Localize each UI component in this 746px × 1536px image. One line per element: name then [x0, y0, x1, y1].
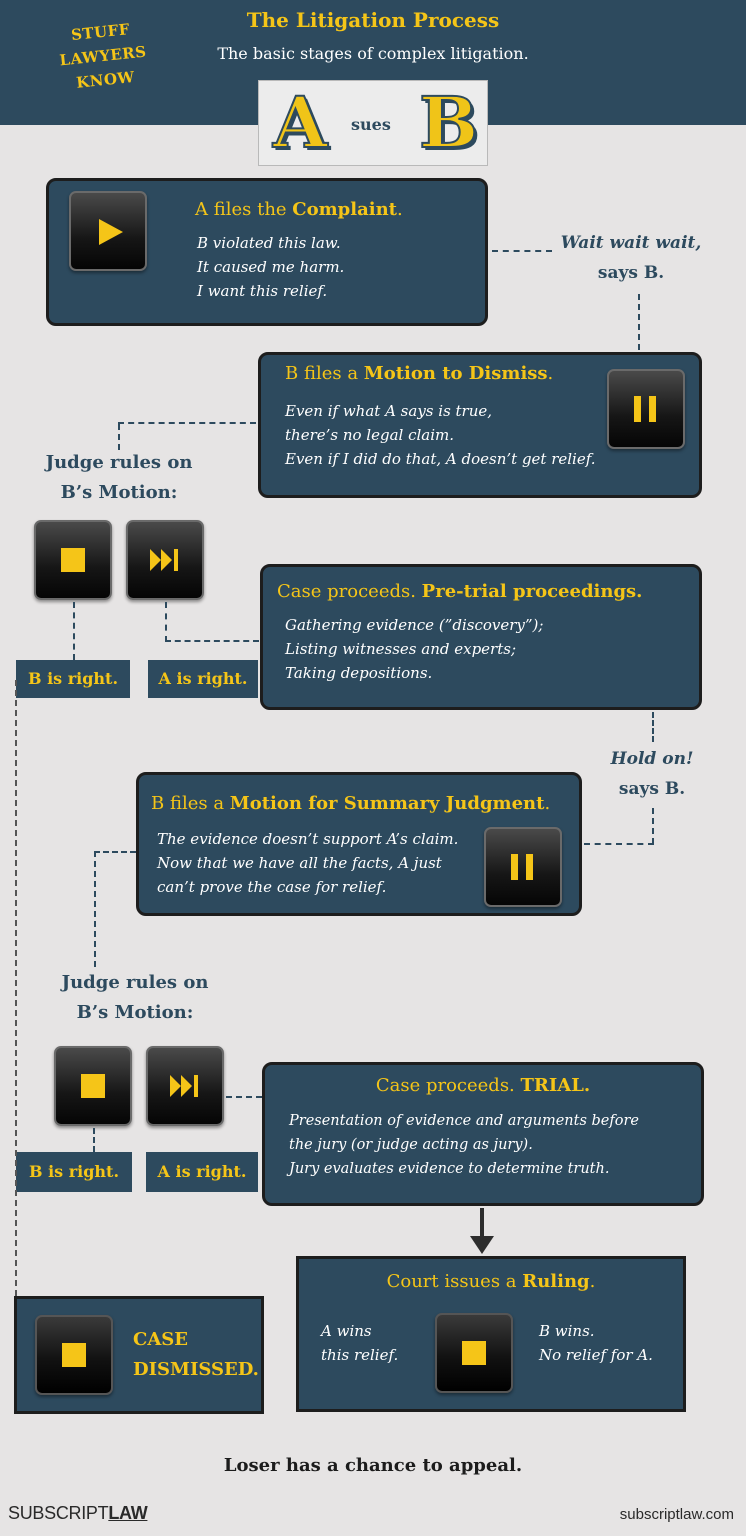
fast-forward-icon: [170, 1075, 200, 1097]
pause-button: [607, 369, 685, 449]
fast-forward-button: [126, 520, 204, 600]
motion-to-dismiss-box: B files a Motion to Dismiss. Even if wha…: [258, 352, 702, 498]
ruling-box: Court issues a Ruling. A wins this relie…: [296, 1256, 686, 1412]
case-dismissed-box: CASE DISMISSED.: [14, 1296, 264, 1414]
stop-icon: [81, 1074, 105, 1098]
party-b-letter: B: [418, 81, 479, 164]
stop-button: [435, 1313, 513, 1393]
connector-line: [93, 1128, 95, 1152]
trial-text: Presentation of evidence and arguments b…: [289, 1113, 639, 1177]
site-url: subscriptlaw.com: [619, 1506, 734, 1523]
complaint-box: A files the Complaint. B violated this l…: [46, 178, 488, 326]
fast-forward-icon: [150, 549, 180, 571]
connector-line: [165, 602, 167, 642]
connector-line: [73, 602, 75, 660]
a-wins-text: A wins this relief.: [321, 1322, 399, 1364]
stop-button: [35, 1315, 113, 1395]
stop-button: [54, 1046, 132, 1126]
summary-judgment-text: The evidence doesn’t support A’s claim. …: [157, 830, 459, 896]
connector-line: [15, 680, 17, 1296]
stop-icon: [462, 1341, 486, 1365]
connector-line: [226, 1096, 262, 1098]
brand-logo: SUBSCRIPTLAW: [8, 1503, 148, 1523]
complaint-title: A files the Complaint.: [195, 199, 403, 220]
connector-line: [584, 843, 654, 845]
connector-line: [638, 294, 640, 350]
connector-line: [492, 250, 552, 252]
connector-line: [118, 422, 256, 424]
b-is-right-label-1: B is right.: [16, 660, 130, 698]
connector-line: [652, 712, 654, 742]
connector-line: [118, 424, 120, 450]
summary-judgment-title: B files a Motion for Summary Judgment.: [151, 793, 551, 814]
judge-rules-heading-1: Judge rules on B’s Motion:: [45, 452, 193, 503]
page-title: The Litigation Process: [246, 8, 500, 32]
arrow-shaft: [480, 1208, 484, 1236]
b-wins-text: B wins. No relief for A.: [539, 1322, 653, 1364]
pause-icon: [634, 396, 658, 422]
stuff-lawyers-know-badge: STUFF LAWYERS KNOW: [58, 20, 148, 92]
fast-forward-button: [146, 1046, 224, 1126]
pretrial-text: Gathering evidence (”discovery”); Listin…: [285, 616, 544, 682]
motion-to-dismiss-text: Even if what A says is true, there’s no …: [285, 402, 596, 468]
a-is-right-label-1: A is right.: [148, 660, 258, 698]
stop-button: [34, 520, 112, 600]
trial-title: Case proceeds. TRIAL.: [375, 1075, 591, 1096]
connector-line: [94, 851, 136, 853]
appeal-note: Loser has a chance to appeal.: [223, 1455, 523, 1476]
stop-icon: [61, 548, 85, 572]
case-dismissed-text: CASE DISMISSED.: [133, 1329, 259, 1380]
summary-judgment-box: B files a Motion for Summary Judgment. T…: [136, 772, 582, 916]
page-subtitle: The basic stages of complex litigation.: [217, 44, 529, 63]
pause-button: [484, 827, 562, 907]
pretrial-box: Case proceeds. Pre-trial proceedings. Ga…: [260, 564, 702, 710]
wait-note: Wait wait wait, says B.: [560, 233, 702, 283]
ruling-title: Court issues a Ruling.: [386, 1271, 596, 1292]
pretrial-title: Case proceeds. Pre-trial proceedings.: [277, 581, 643, 602]
party-a-letter: A: [272, 81, 328, 164]
play-icon: [99, 219, 123, 245]
pause-icon: [511, 854, 535, 880]
connector-line: [165, 640, 259, 642]
trial-box: Case proceeds. TRIAL. Presentation of ev…: [262, 1062, 704, 1206]
complaint-text: B violated this law. It caused me harm. …: [197, 234, 345, 300]
a-is-right-label-2: A is right.: [146, 1152, 258, 1192]
connector-line: [652, 808, 654, 844]
a-sues-b-panel: A sues B: [258, 80, 488, 166]
stop-icon: [62, 1343, 86, 1367]
connector-line: [94, 851, 96, 967]
arrow-down-icon: [470, 1236, 494, 1254]
sues-label: sues: [351, 115, 391, 134]
play-button: [69, 191, 147, 271]
motion-to-dismiss-title: B files a Motion to Dismiss.: [285, 363, 554, 384]
hold-on-note: Hold on! says B.: [610, 749, 694, 799]
b-is-right-label-2: B is right.: [16, 1152, 132, 1192]
judge-rules-heading-2: Judge rules on B’s Motion:: [61, 972, 209, 1023]
